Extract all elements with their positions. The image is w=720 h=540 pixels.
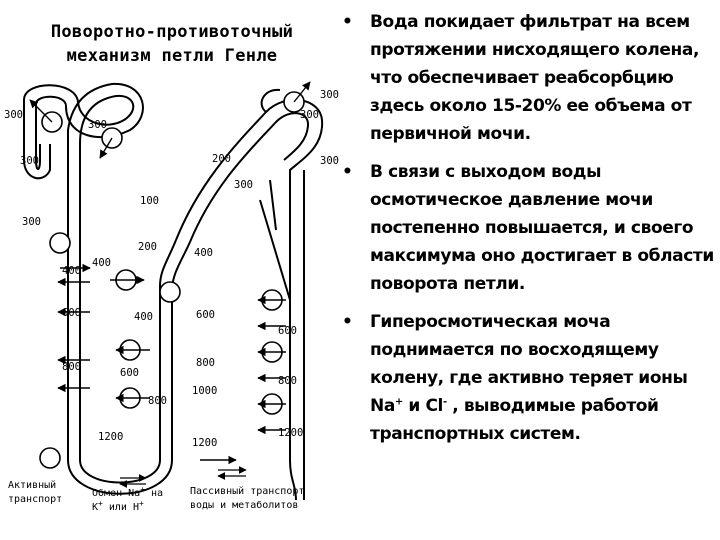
osmolarity-label: 600	[196, 309, 215, 321]
legend-exchange-line1: Обмен Na+ на	[92, 485, 163, 499]
osmolarity-label: 300	[234, 179, 253, 191]
legend-active-line2: транспорт	[8, 494, 62, 505]
osmolarity-label: 300	[320, 155, 339, 167]
legend-passive-line1: Пассивный транспорт	[190, 485, 304, 497]
osmolarity-label: 400	[134, 311, 153, 323]
osmolarity-label: 200	[212, 153, 231, 165]
osmolarity-label: 300	[22, 216, 41, 228]
legend-active-line1: Активный	[8, 479, 56, 491]
bullet-marker: •	[342, 12, 353, 32]
osmolarity-label: 600	[120, 367, 139, 379]
osmolarity-label: 800	[278, 375, 297, 387]
osmolarity-label: 800	[196, 357, 215, 369]
osmolarity-label: 300	[20, 155, 39, 167]
diagram-legend: Активный транспорт Обмен Na+ на K+ или H…	[8, 466, 304, 513]
osmolarity-label: 200	[138, 241, 157, 253]
bullet-text: , выводимые работой транспортных систем.	[370, 396, 659, 444]
osmolarity-label: 1200	[278, 427, 303, 439]
osmolarity-label: 100	[140, 195, 159, 207]
transport-arrows	[29, 81, 311, 465]
proximal-tubule	[23, 82, 191, 495]
legend-exchange-line2: K+ или H+	[92, 499, 144, 513]
osmolarity-labels: 300 300 300 300 300 300 300 200 300 100 …	[4, 89, 339, 449]
bullet-text: и Cl	[402, 396, 443, 416]
bullet-text: Гиперосмотическая моча поднимается по во…	[370, 312, 688, 416]
bullet-item: • Вода покидает фильтрат на всем протяже…	[338, 8, 716, 148]
osmolarity-label: 400	[92, 257, 111, 269]
bullet-item: • Гиперосмотическая моча поднимается по …	[338, 308, 716, 448]
osmolarity-label: 300	[320, 89, 339, 101]
legend-passive-arrows-icon	[217, 466, 247, 480]
osmolarity-label: 800	[62, 361, 81, 373]
cl-charge: -	[442, 396, 447, 408]
osmolarity-label: 300	[300, 109, 319, 121]
osmolarity-label: 400	[62, 265, 81, 277]
bullet-text: Вода покидает фильтрат на всем протяжени…	[370, 12, 699, 144]
legend-passive-line2: воды и метаболитов	[190, 499, 298, 511]
distal-and-collecting	[175, 88, 324, 501]
osmolarity-label: 1000	[192, 385, 217, 397]
legend-exchange-arrows-icon	[119, 474, 147, 488]
bullet-list: • Вода покидает фильтрат на всем протяже…	[338, 8, 716, 458]
osmolarity-label: 800	[148, 395, 167, 407]
bullet-text: В связи с выходом воды осмотическое давл…	[370, 162, 714, 294]
na-charge: +	[394, 396, 403, 408]
loop-of-henle-diagram: 300 300 300 300 300 300 300 200 300 100 …	[4, 81, 339, 513]
osmolarity-label: 1200	[98, 431, 123, 443]
bullet-item: • В связи с выходом воды осмотическое да…	[338, 158, 716, 298]
bullet-marker: •	[342, 312, 353, 332]
osmolarity-label: 1200	[192, 437, 217, 449]
osmolarity-label: 300	[4, 109, 23, 121]
osmolarity-label: 600	[62, 307, 81, 319]
osmolarity-label: 300	[88, 119, 107, 131]
bullet-marker: •	[342, 162, 353, 182]
slide-title: Поворотно-противоточный механизм петли Г…	[50, 22, 294, 66]
osmolarity-label: 400	[194, 247, 213, 259]
osmolarity-label: 600	[278, 325, 297, 337]
